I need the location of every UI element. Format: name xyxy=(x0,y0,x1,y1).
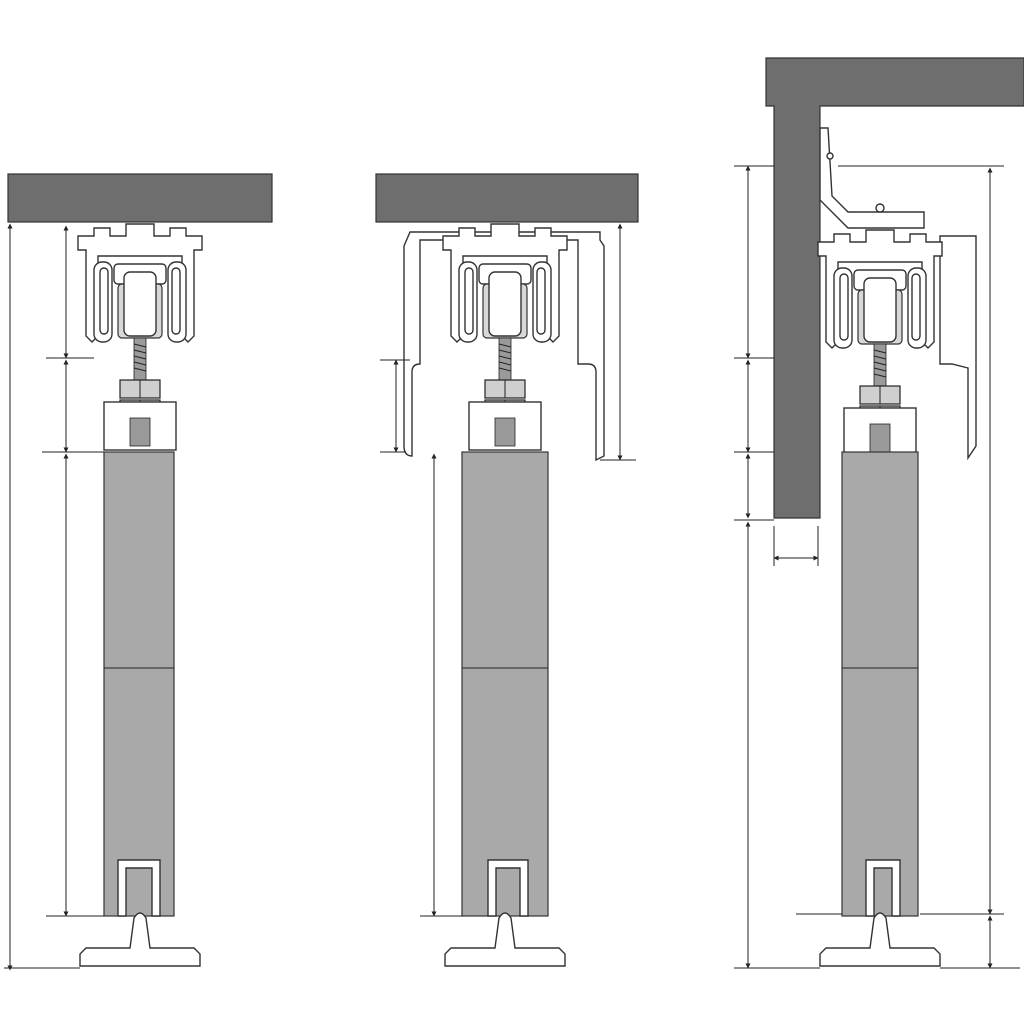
floor-guide xyxy=(79,912,201,967)
fascia-cover xyxy=(403,231,605,462)
door-leaf xyxy=(461,451,549,917)
floor-guide xyxy=(819,912,941,967)
ceiling-slab xyxy=(7,173,273,223)
panel-ceiling-mount-fascia xyxy=(375,173,639,967)
track-trolley xyxy=(77,223,203,451)
ceiling-slab xyxy=(375,173,639,223)
panel-ceiling-mount xyxy=(4,173,273,971)
floor-guide xyxy=(444,912,566,967)
wall-bracket xyxy=(819,127,925,229)
track-trolley xyxy=(442,223,568,451)
wall-and-ceiling xyxy=(765,57,1024,519)
fascia-cover xyxy=(939,235,977,461)
panel-wall-mount-bracket xyxy=(734,57,1024,969)
door-leaf xyxy=(841,451,919,917)
track-trolley xyxy=(817,229,943,457)
door-leaf xyxy=(103,451,175,917)
